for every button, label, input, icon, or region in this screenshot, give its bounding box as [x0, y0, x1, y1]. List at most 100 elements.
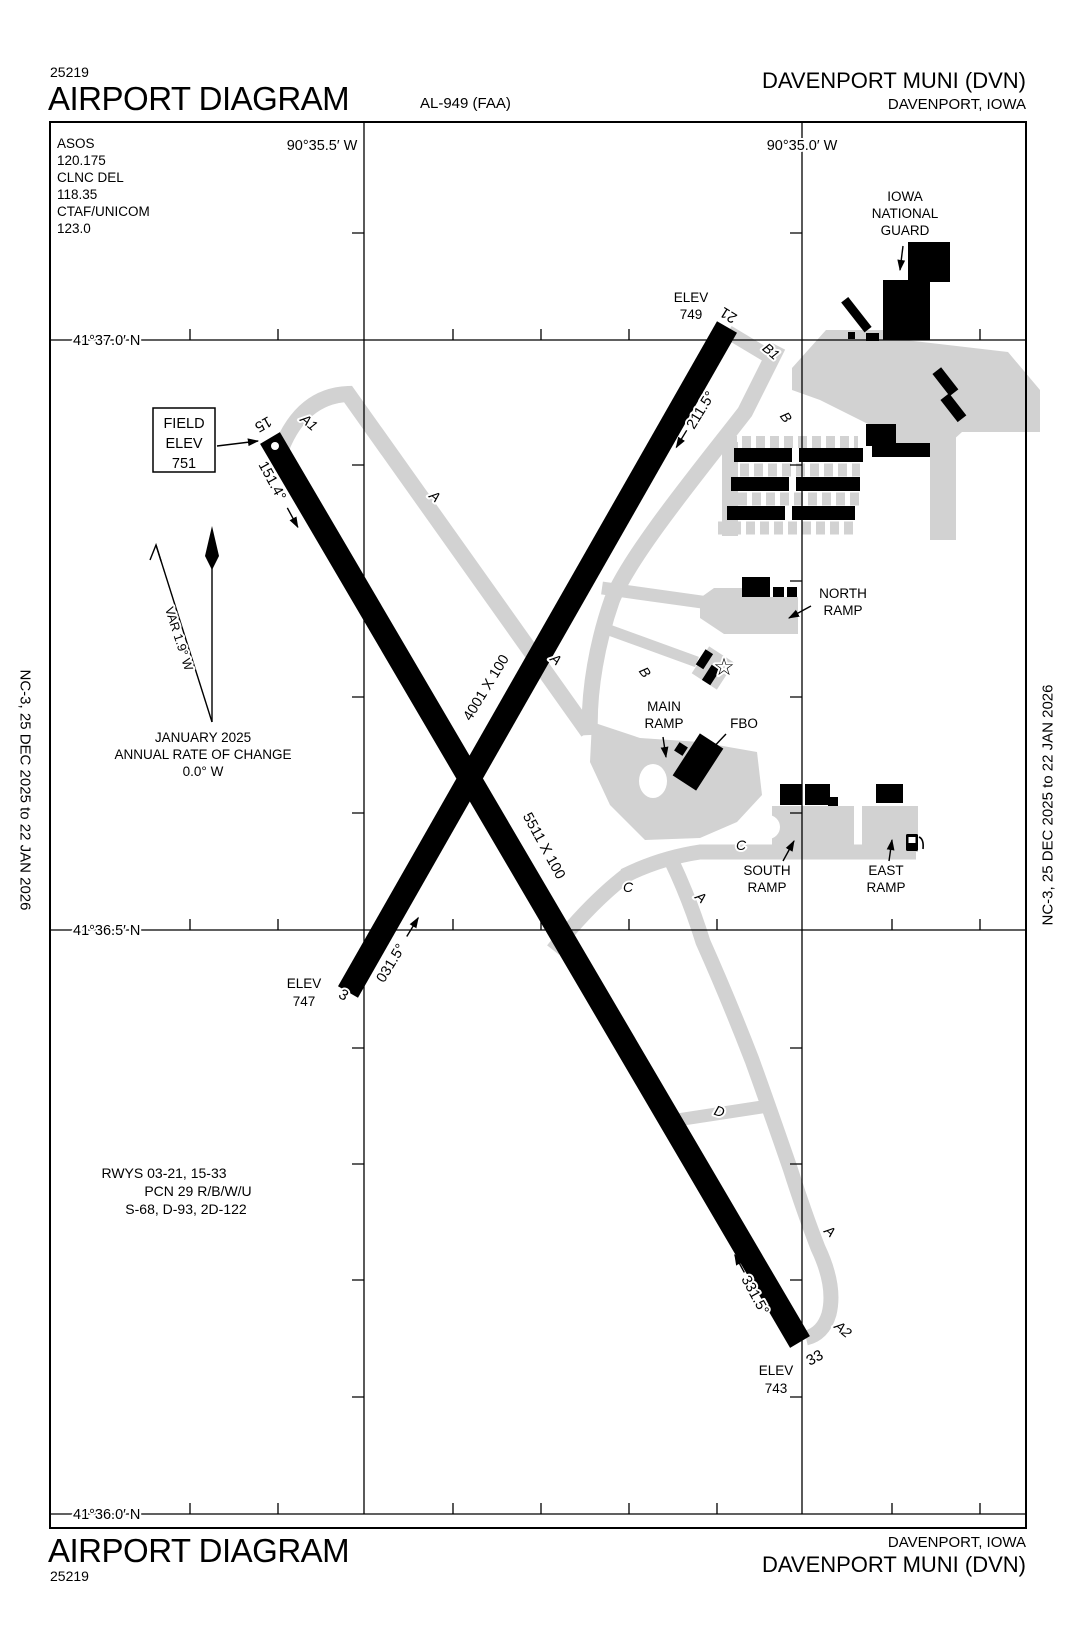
north-ramp-building	[787, 587, 797, 597]
elev-749-value: 749	[680, 307, 703, 322]
beacon-stub	[596, 620, 699, 668]
meridian-ticks	[352, 232, 802, 1398]
hangar-building	[799, 448, 863, 462]
north-ramp-label-line: NORTH	[819, 586, 867, 601]
south-ramp-building	[828, 797, 838, 806]
north-ramp-label-line: RAMP	[823, 603, 862, 618]
north-ramp-building	[742, 577, 770, 597]
variation-note-line: ANNUAL RATE OF CHANGE	[114, 747, 291, 762]
south-ramp-building	[780, 784, 802, 805]
fbo-leader	[707, 733, 727, 754]
runway-data-line: PCN 29 R/B/W/U	[144, 1183, 251, 1199]
comm-line: 120.175	[57, 153, 106, 168]
taxiway-c-label: C	[736, 837, 747, 853]
chart-number-bottom: 25219	[50, 1568, 89, 1584]
east-ramp-leader	[886, 838, 895, 862]
longitude-label-left: 90°35.5′ W	[287, 138, 358, 154]
runway-15-33	[260, 432, 810, 1348]
airport-city-bottom: DAVENPORT, IOWA	[887, 1534, 1026, 1551]
north-ramp-apron	[700, 588, 798, 634]
runway-03-21	[338, 321, 737, 998]
runway-15-number: 15	[252, 412, 275, 435]
runway-data-line: S-68, D-93, 2D-122	[125, 1201, 247, 1217]
comm-line: 118.35	[57, 187, 97, 202]
graticule	[49, 121, 1027, 1529]
hangar-building	[796, 477, 860, 491]
variation-note-line: 0.0° W	[183, 764, 224, 779]
main-ramp-apron	[590, 722, 762, 840]
north-ramp-connector	[601, 581, 717, 611]
guard-building	[866, 333, 879, 341]
longitude-label-right: 90°35.0′ W	[767, 138, 838, 154]
guard-label-line: NATIONAL	[872, 206, 939, 221]
comm-line: CTAF/UNICOM	[57, 204, 150, 219]
elev-747-label: ELEV	[287, 976, 322, 991]
apron-building	[932, 367, 959, 397]
field-elev-line: 751	[172, 456, 196, 472]
guard-building	[841, 296, 872, 333]
chart-border	[49, 121, 1027, 1529]
hangar-building	[872, 443, 930, 457]
taxiway-b-label: B	[636, 664, 654, 681]
beacon-building	[701, 664, 721, 686]
page-title-bottom: AIRPORT DIAGRAM	[48, 1532, 350, 1569]
elev-749-label: ELEV	[674, 290, 709, 305]
comm-frequencies: ASOS 120.175 CLNC DEL 118.35 CTAF/UNICOM…	[57, 136, 150, 236]
latitude-label-mid: 41°36.5′ N	[73, 923, 140, 939]
latitude-label-bottom: 41°36.0′ N	[73, 1507, 140, 1523]
hangar-building	[731, 477, 789, 491]
fbo-label: FBO	[730, 716, 758, 731]
runways	[260, 321, 810, 1348]
runway-33-number: 33	[803, 1347, 826, 1370]
variation-note-line: JANUARY 2025	[155, 730, 251, 745]
north-variation-arrows	[149, 526, 219, 723]
elev-747-value: 747	[293, 994, 316, 1009]
leader-arrows	[216, 245, 906, 862]
main-ramp-island	[639, 764, 667, 798]
procedure-code: AL-949 (FAA)	[420, 95, 511, 112]
south-ramp-label-line: SOUTH	[743, 863, 790, 878]
guard-building	[908, 242, 950, 282]
field-elev-leader	[216, 438, 260, 447]
south-ramp-label-line: RAMP	[747, 880, 786, 895]
main-ramp-leader	[660, 736, 669, 759]
taxiways-and-aprons	[273, 325, 1040, 1346]
hangar-building	[727, 506, 785, 520]
page-title: AIRPORT DIAGRAM	[48, 80, 350, 117]
latitude-label-top: 41°37.0′ N	[73, 333, 140, 349]
runway-21-number: 21	[717, 303, 740, 326]
apron-building	[866, 424, 896, 446]
hangar-building	[734, 448, 792, 462]
main-ramp-label-line: MAIN	[647, 699, 681, 714]
main-ramp-label-line: RAMP	[644, 716, 683, 731]
comm-line: 123.0	[57, 221, 91, 236]
guard-leader	[897, 245, 906, 272]
airport-name-top: DAVENPORT MUNI (DVN)	[761, 68, 1026, 93]
buildings	[672, 242, 967, 806]
south-ramp-notch	[756, 815, 780, 839]
comm-line: CLNC DEL	[57, 170, 124, 185]
hangar-building	[792, 506, 855, 520]
variation-label: VAR 1.9° W	[162, 605, 196, 672]
airport-city-top: DAVENPORT, IOWA	[887, 96, 1026, 113]
south-ramp-apron	[772, 806, 854, 852]
south-ramp-building	[805, 784, 830, 805]
guard-building	[848, 332, 855, 339]
true-north-arrowhead	[205, 526, 219, 570]
east-ramp-label-line: EAST	[868, 863, 903, 878]
east-ramp-building	[876, 784, 903, 803]
comm-line: ASOS	[57, 136, 95, 151]
taxiway-c-label: C	[623, 879, 634, 895]
taxiway-a-label: A	[821, 1221, 839, 1240]
chart-number-top: 25219	[50, 64, 89, 80]
magnetic-variation-arrow	[155, 544, 213, 723]
runway-elevations: ELEV 749 ELEV 747 ELEV 743	[285, 288, 796, 1398]
north-ramp-building	[773, 587, 784, 597]
guard-apron	[792, 330, 1040, 452]
ramp-labels: IOWA NATIONAL GUARD NORTH RAMP MAIN RAMP…	[642, 189, 939, 897]
fuel-pump-icon	[906, 834, 924, 851]
variation-note: JANUARY 2025 ANNUAL RATE OF CHANGE 0.0° …	[114, 730, 291, 779]
taxiway-a-north	[273, 385, 595, 737]
